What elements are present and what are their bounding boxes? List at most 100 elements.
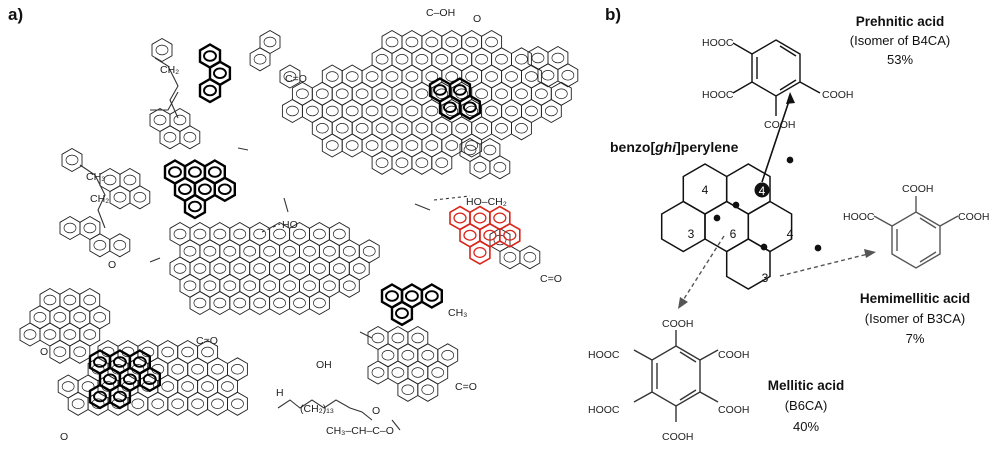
- mellitic-acid-name: Mellitic acid: [768, 378, 845, 393]
- aromatic-ring-circle: [178, 183, 192, 196]
- aromatic-ring: [67, 391, 89, 416]
- aromatic-ring: [311, 81, 333, 106]
- aromatic-ring: [401, 29, 423, 55]
- aromatic-ring-circle: [523, 252, 537, 263]
- aromatic-ring-circle: [462, 101, 477, 114]
- aromatic-ring: [259, 29, 281, 55]
- aromatic-ring: [269, 256, 291, 281]
- aromatic-ring: [519, 245, 541, 270]
- aromatic-ring: [167, 391, 189, 416]
- aromatic-ring-circle: [441, 350, 455, 361]
- aromatic-ring-circle: [73, 312, 87, 323]
- aromatic-ring-circle: [43, 329, 57, 340]
- aromatic-ring-circle: [243, 246, 257, 257]
- aromatic-ring-circle: [362, 246, 376, 257]
- aromatic-ring-circle: [303, 246, 316, 257]
- aromatic-ring: [381, 98, 403, 124]
- aromatic-ring: [39, 287, 61, 313]
- aromatic-ring: [167, 357, 189, 382]
- aromatic-ring-circle: [551, 52, 565, 64]
- group-ho-ch2: HO–CH₂: [466, 196, 507, 208]
- carbon-atom-dot: [760, 243, 768, 251]
- aromatic-ring-circle: [83, 222, 97, 234]
- aromatic-ring: [421, 29, 443, 55]
- group-c-o-lower: C=O: [455, 381, 477, 393]
- aromatic-ring: [219, 273, 241, 298]
- aromatic-ring: [491, 116, 512, 141]
- aromatic-ring-circle: [415, 88, 429, 99]
- aromatic-ring-circle: [475, 123, 488, 134]
- aromatic-ring-circle: [375, 88, 389, 99]
- group-o-bottom: O: [60, 431, 68, 443]
- aromatic-ring-network: [19, 29, 579, 416]
- aromatic-ring-circle: [473, 162, 487, 173]
- aromatic-ring-circle: [531, 52, 545, 64]
- aromatic-ring: [69, 339, 91, 364]
- aromatic-ring: [299, 273, 320, 298]
- aromatic-ring-circle: [283, 280, 296, 291]
- aromatic-ring: [461, 133, 483, 158]
- aromatic-ring-circle: [191, 364, 204, 375]
- benzoghiperylene-ring: [747, 200, 793, 253]
- aromatic-ring-circle: [395, 157, 409, 168]
- benzoghiperylene-structure: [660, 156, 822, 290]
- aromatic-ring: [550, 81, 572, 106]
- aromatic-ring: [341, 98, 363, 124]
- aromatic-ring-circle: [73, 346, 87, 357]
- aromatic-ring-circle: [71, 398, 85, 409]
- hemimellitic-acid-structure: [873, 196, 959, 269]
- aromatic-ring-circle: [415, 54, 429, 65]
- aromatic-ring-circle: [293, 228, 306, 240]
- mellitic-acid-structure: [633, 330, 719, 422]
- aromatic-ring: [387, 360, 409, 385]
- aromatic-ring-circle: [323, 246, 336, 257]
- aromatic-ring: [481, 98, 503, 124]
- aromatic-ring-circle: [187, 200, 202, 213]
- aromatic-ring: [219, 239, 241, 264]
- aromatic-ring-circle: [183, 280, 197, 291]
- group-oh-mid: OH: [316, 359, 332, 371]
- aromatic-ring-circle: [161, 346, 175, 358]
- aromatic-ring: [499, 245, 521, 270]
- aromatic-ring: [441, 29, 463, 55]
- aromatic-ring: [279, 64, 301, 89]
- aromatic-ring-circle: [485, 71, 498, 82]
- aromatic-ring: [397, 377, 419, 402]
- aromatic-ring: [229, 256, 251, 281]
- aromatic-ring: [199, 273, 221, 298]
- aromatic-ring-circle: [223, 246, 237, 257]
- aromatic-ring: [391, 47, 413, 72]
- aromatic-ring: [59, 322, 81, 347]
- aromatic-ring-circle: [395, 123, 409, 134]
- group-ho: HO: [282, 219, 298, 231]
- aromatic-ring-circle: [296, 88, 309, 99]
- aromatic-ring: [377, 343, 399, 368]
- aromatic-ring: [109, 233, 131, 258]
- carbon-atom-dot: [814, 244, 822, 252]
- aromatic-ring-circle: [371, 367, 385, 378]
- aromatic-ring-circle: [404, 290, 419, 302]
- aromatic-ring-circle: [211, 364, 224, 375]
- aromatic-ring-circle: [452, 84, 467, 96]
- aromatic-ring: [179, 125, 201, 150]
- aromatic-ring: [401, 98, 423, 124]
- aromatic-ring-circle: [113, 192, 127, 203]
- aromatic-ring-circle: [263, 280, 276, 291]
- aromatic-ring: [169, 256, 191, 281]
- aromatic-ring: [207, 357, 228, 382]
- aromatic-ring: [328, 256, 350, 281]
- aromatic-ring: [301, 98, 323, 124]
- aromatic-ring: [321, 133, 343, 158]
- aromatic-ring: [371, 47, 393, 72]
- aromatic-ring-circle: [465, 140, 479, 151]
- aromatic-ring-circle: [405, 105, 419, 117]
- bold-aromatic-units: [88, 43, 481, 410]
- aromatic-ring: [318, 273, 340, 298]
- side-group-labels: C–OH O C=O CH₂ CH₃ CH₂ HO HO–CH₂ C=O CH₃…: [40, 7, 562, 443]
- aromatic-ring-circle: [395, 88, 409, 99]
- aromatic-ring: [417, 377, 439, 402]
- aromatic-ring-circle: [391, 367, 405, 378]
- aromatic-ring-circle: [171, 398, 185, 409]
- aromatic-ring-circle: [411, 332, 425, 344]
- hemimellitic-acid-name: Hemimellitic acid: [860, 291, 970, 306]
